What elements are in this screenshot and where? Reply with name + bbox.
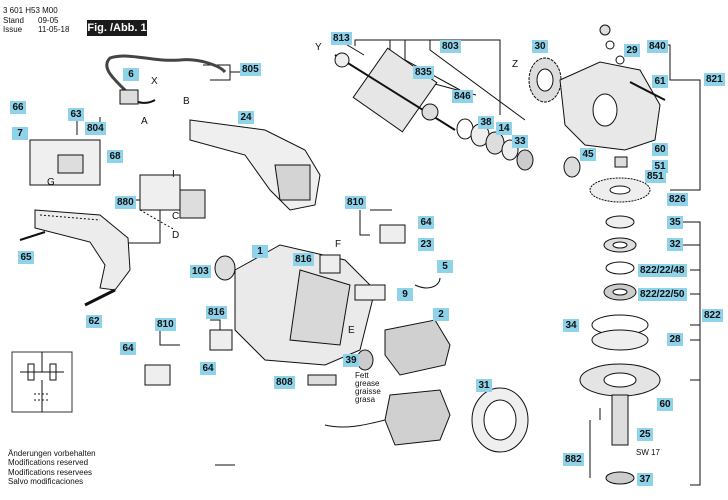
part-label: 846 [452, 90, 473, 103]
part-label: 61 [652, 75, 668, 88]
part-label: 25 [637, 428, 653, 441]
part-label: 63 [68, 108, 84, 121]
part-label: 2 [433, 308, 449, 321]
part-label: 851 [645, 170, 666, 183]
part-label: 34 [563, 319, 579, 332]
line-art [11, 24, 701, 486]
part-label: 880 [115, 196, 136, 209]
part-label: 23 [418, 238, 434, 251]
part-label: 64 [418, 216, 434, 229]
part-label: 6 [123, 68, 139, 81]
stand-label: Stand [3, 16, 24, 25]
callout-f: F [335, 239, 342, 250]
part-label: 31 [476, 379, 492, 392]
note-line: Modifications reservees [8, 467, 93, 477]
note-line: Änderungen vorbehalten [8, 449, 96, 458]
part-label: 882 [563, 453, 584, 466]
callout-x: X [151, 76, 158, 87]
callout-a: A [141, 116, 148, 127]
callout-i: I [172, 169, 175, 180]
part-label: 822 [702, 309, 723, 322]
part-label: 1 [252, 245, 268, 258]
issue-label: Issue [3, 25, 23, 34]
part-label: 33 [512, 135, 528, 148]
part-label: 62 [86, 315, 102, 328]
part-label: 60 [657, 398, 673, 411]
callout-y: Y [315, 42, 322, 53]
drawing-number: 3 601 H53 M00 [3, 6, 58, 15]
part-label: 840 [647, 40, 668, 53]
part-label: 30 [532, 40, 548, 53]
part-label: 7 [12, 127, 28, 140]
part-label: 28 [667, 333, 683, 346]
part-label: 810 [345, 196, 366, 209]
sw17-text: SW 17 [636, 448, 661, 457]
modification-notes: Änderungen vorbehalten Modifications res… [8, 449, 96, 487]
note-line: Salvo modificaciones [8, 477, 84, 487]
part-label: 66 [10, 101, 26, 114]
callout-e: E [348, 325, 355, 336]
part-label: 39 [343, 354, 359, 367]
part-label: 5 [437, 260, 453, 273]
grease-text: grease [355, 379, 380, 388]
part-label: 35 [667, 216, 683, 229]
part-label: 32 [667, 238, 683, 251]
callout-c: C [172, 211, 180, 222]
part-label: 45 [580, 148, 596, 161]
part-label: 37 [637, 473, 653, 486]
stand-date: 09-05 [38, 16, 59, 25]
part-label: 821 [704, 73, 725, 86]
issue-date: 11-05-18 [38, 25, 70, 34]
part-label: 103 [190, 265, 211, 278]
part-label: 68 [107, 150, 123, 163]
graisse-text: graisse [355, 387, 381, 396]
part-label: 816 [293, 253, 314, 266]
part-label: 60 [652, 143, 668, 156]
part-label: 810 [155, 318, 176, 331]
fett-text: Fett [355, 371, 369, 380]
part-label: 64 [120, 342, 136, 355]
part-label: 803 [440, 40, 461, 53]
part-label: 29 [624, 44, 640, 57]
part-label: 804 [85, 122, 106, 135]
figure-tag: Fig. /Abb. 1 [87, 20, 147, 36]
callout-z: Z [512, 59, 519, 70]
callout-b: B [183, 96, 190, 107]
note-line: Modifications reserved [8, 458, 89, 468]
part-label: 65 [18, 251, 34, 264]
grasa-text: grasa [355, 395, 376, 404]
part-label: 816 [206, 306, 227, 319]
part-label: 808 [274, 376, 295, 389]
part-label: 805 [240, 63, 261, 76]
part-label: 9 [397, 288, 413, 301]
part-label: 64 [200, 362, 216, 375]
part-label: 51 [652, 160, 668, 173]
part-label: 822/22/48 [638, 264, 687, 277]
part-label: 14 [496, 122, 512, 135]
part-label: 835 [413, 66, 434, 79]
part-label: 826 [667, 193, 688, 206]
callout-g: G [47, 177, 55, 188]
part-label: 24 [238, 111, 254, 124]
part-label: 813 [331, 32, 352, 45]
callout-d: D [172, 230, 180, 241]
part-label: 822/22/50 [638, 288, 687, 301]
part-label: 38 [478, 116, 494, 129]
